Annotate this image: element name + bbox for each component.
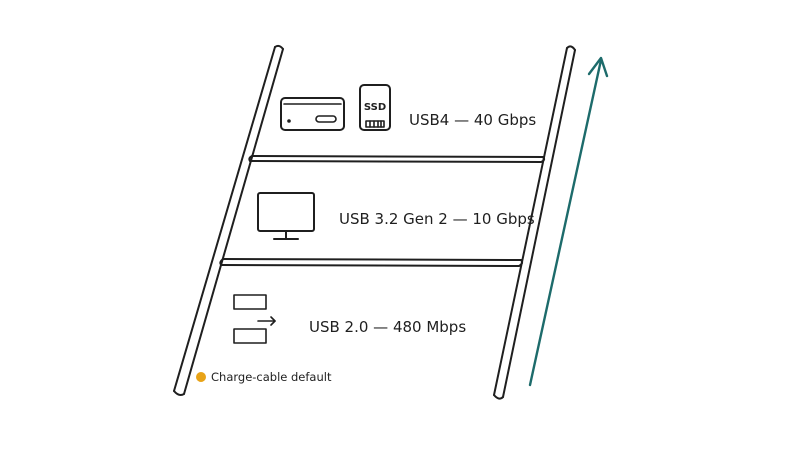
ladder-left-rail <box>173 44 284 396</box>
ladder-rung-middle <box>219 258 524 267</box>
ssd-icon: SSD <box>359 84 391 131</box>
ladder-right-rail <box>493 45 576 400</box>
tier-label-usb20: USB 2.0 — 480 Mbps <box>309 318 466 336</box>
ladder-rung-top <box>248 155 546 163</box>
tier-label-usb32-gen2: USB 3.2 Gen 2 — 10 Gbps <box>339 210 535 228</box>
ssd-icon-label: SSD <box>364 102 386 113</box>
tier-label-usb4: USB4 — 40 Gbps <box>409 111 536 129</box>
monitor-icon <box>257 192 315 240</box>
legend-marker-dot <box>196 372 206 382</box>
legend: Charge-cable default <box>196 370 332 384</box>
transfer-icon <box>233 294 276 344</box>
legend-label: Charge-cable default <box>211 370 332 384</box>
speed-increase-arrow <box>528 56 609 387</box>
mini-pc-icon <box>280 97 345 131</box>
